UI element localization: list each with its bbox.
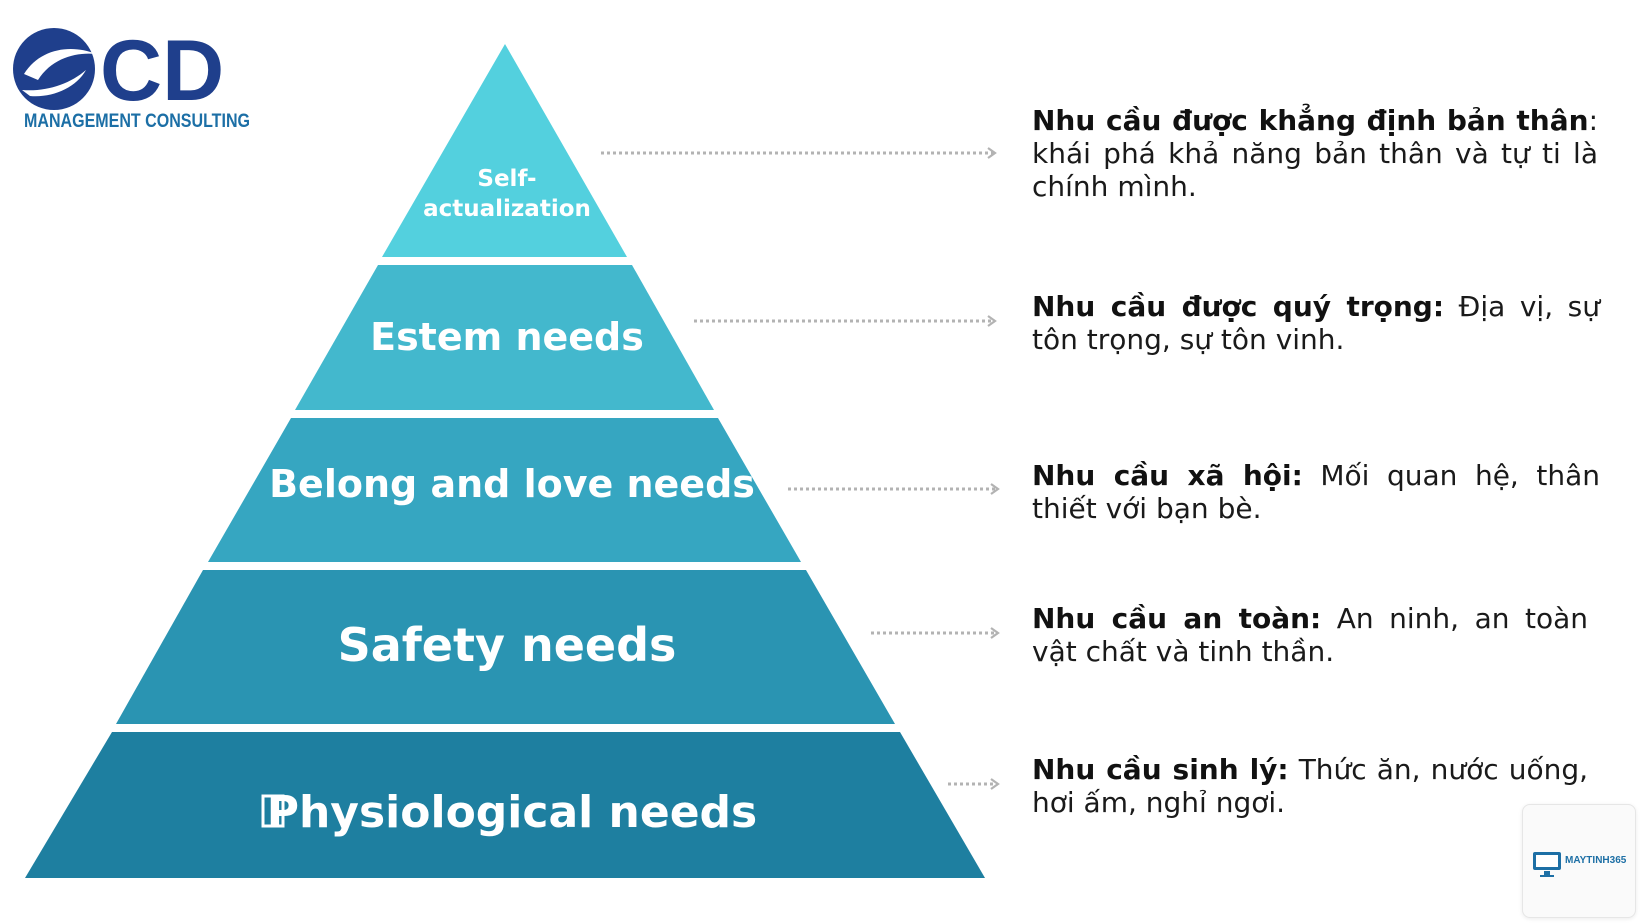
description-title: Nhu cầu được quý trọng: — [1032, 290, 1445, 323]
description-physiological: Nhu cầu sinh lý: Thức ăn, nước uống, hơi… — [1032, 753, 1588, 819]
description-text: Địa vị, sự tôn trọng, sự tôn vinh. — [1032, 290, 1600, 356]
description-safety: Nhu cầu an toàn: An ninh, an toàn vật ch… — [1032, 602, 1588, 668]
level-label-self-actualization-2: actualization — [423, 196, 591, 222]
monitor-icon — [1533, 852, 1561, 877]
description-title: Nhu cầu an toàn: — [1032, 602, 1322, 635]
pyramid-level-esteem — [295, 265, 714, 410]
logo-brand: CD — [100, 23, 224, 119]
pyramid — [25, 44, 985, 878]
logo-emblem-icon — [13, 28, 95, 110]
watermark-badge: MAYTINH365 — [1522, 804, 1636, 918]
level-label-safety: Safety needs — [338, 618, 677, 672]
description-title: Nhu cầu xã hội: — [1032, 459, 1303, 492]
description-belonging: Nhu cầu xã hội: Mối quan hệ, thân thiết … — [1032, 459, 1600, 525]
description-text: Thức ăn, nước uống, hơi ấm, nghỉ ngơi. — [1032, 753, 1588, 819]
missing-glyph-box — [261, 794, 285, 828]
pyramid-level-physiological — [25, 732, 985, 878]
pyramid-level-safety — [116, 570, 895, 724]
description-text: : khái phá khả năng bản thân và tự ti là… — [1032, 104, 1598, 203]
company-logo: CD MANAGEMENT CONSULTING — [13, 23, 250, 132]
pyramid-level-self-actualization — [382, 44, 627, 257]
description-title: Nhu cầu được khẳng định bản thân — [1032, 104, 1589, 137]
level-label-self-actualization-1: Self- — [477, 166, 536, 192]
description-self-actualization: Nhu cầu được khẳng định bản thân: khái p… — [1032, 104, 1598, 203]
level-label-esteem: Estem needs — [370, 315, 644, 359]
description-title: Nhu cầu sinh lý: — [1032, 753, 1289, 786]
description-esteem: Nhu cầu được quý trọng: Địa vị, sự tôn t… — [1032, 290, 1600, 356]
level-label-physiological: Physiological needs — [267, 787, 758, 838]
description-text: Mối quan hệ, thân thiết với bạn bè. — [1032, 459, 1600, 525]
logo-swoosh-icon — [24, 48, 96, 80]
level-label-belonging: Belong and love needs — [269, 462, 755, 506]
logo-tagline: MANAGEMENT CONSULTING — [24, 111, 250, 132]
watermark-text: MAYTINH365 — [1565, 855, 1627, 866]
pyramid-level-belonging — [208, 418, 801, 562]
description-text: An ninh, an toàn vật chất và tinh thần. — [1032, 602, 1588, 668]
